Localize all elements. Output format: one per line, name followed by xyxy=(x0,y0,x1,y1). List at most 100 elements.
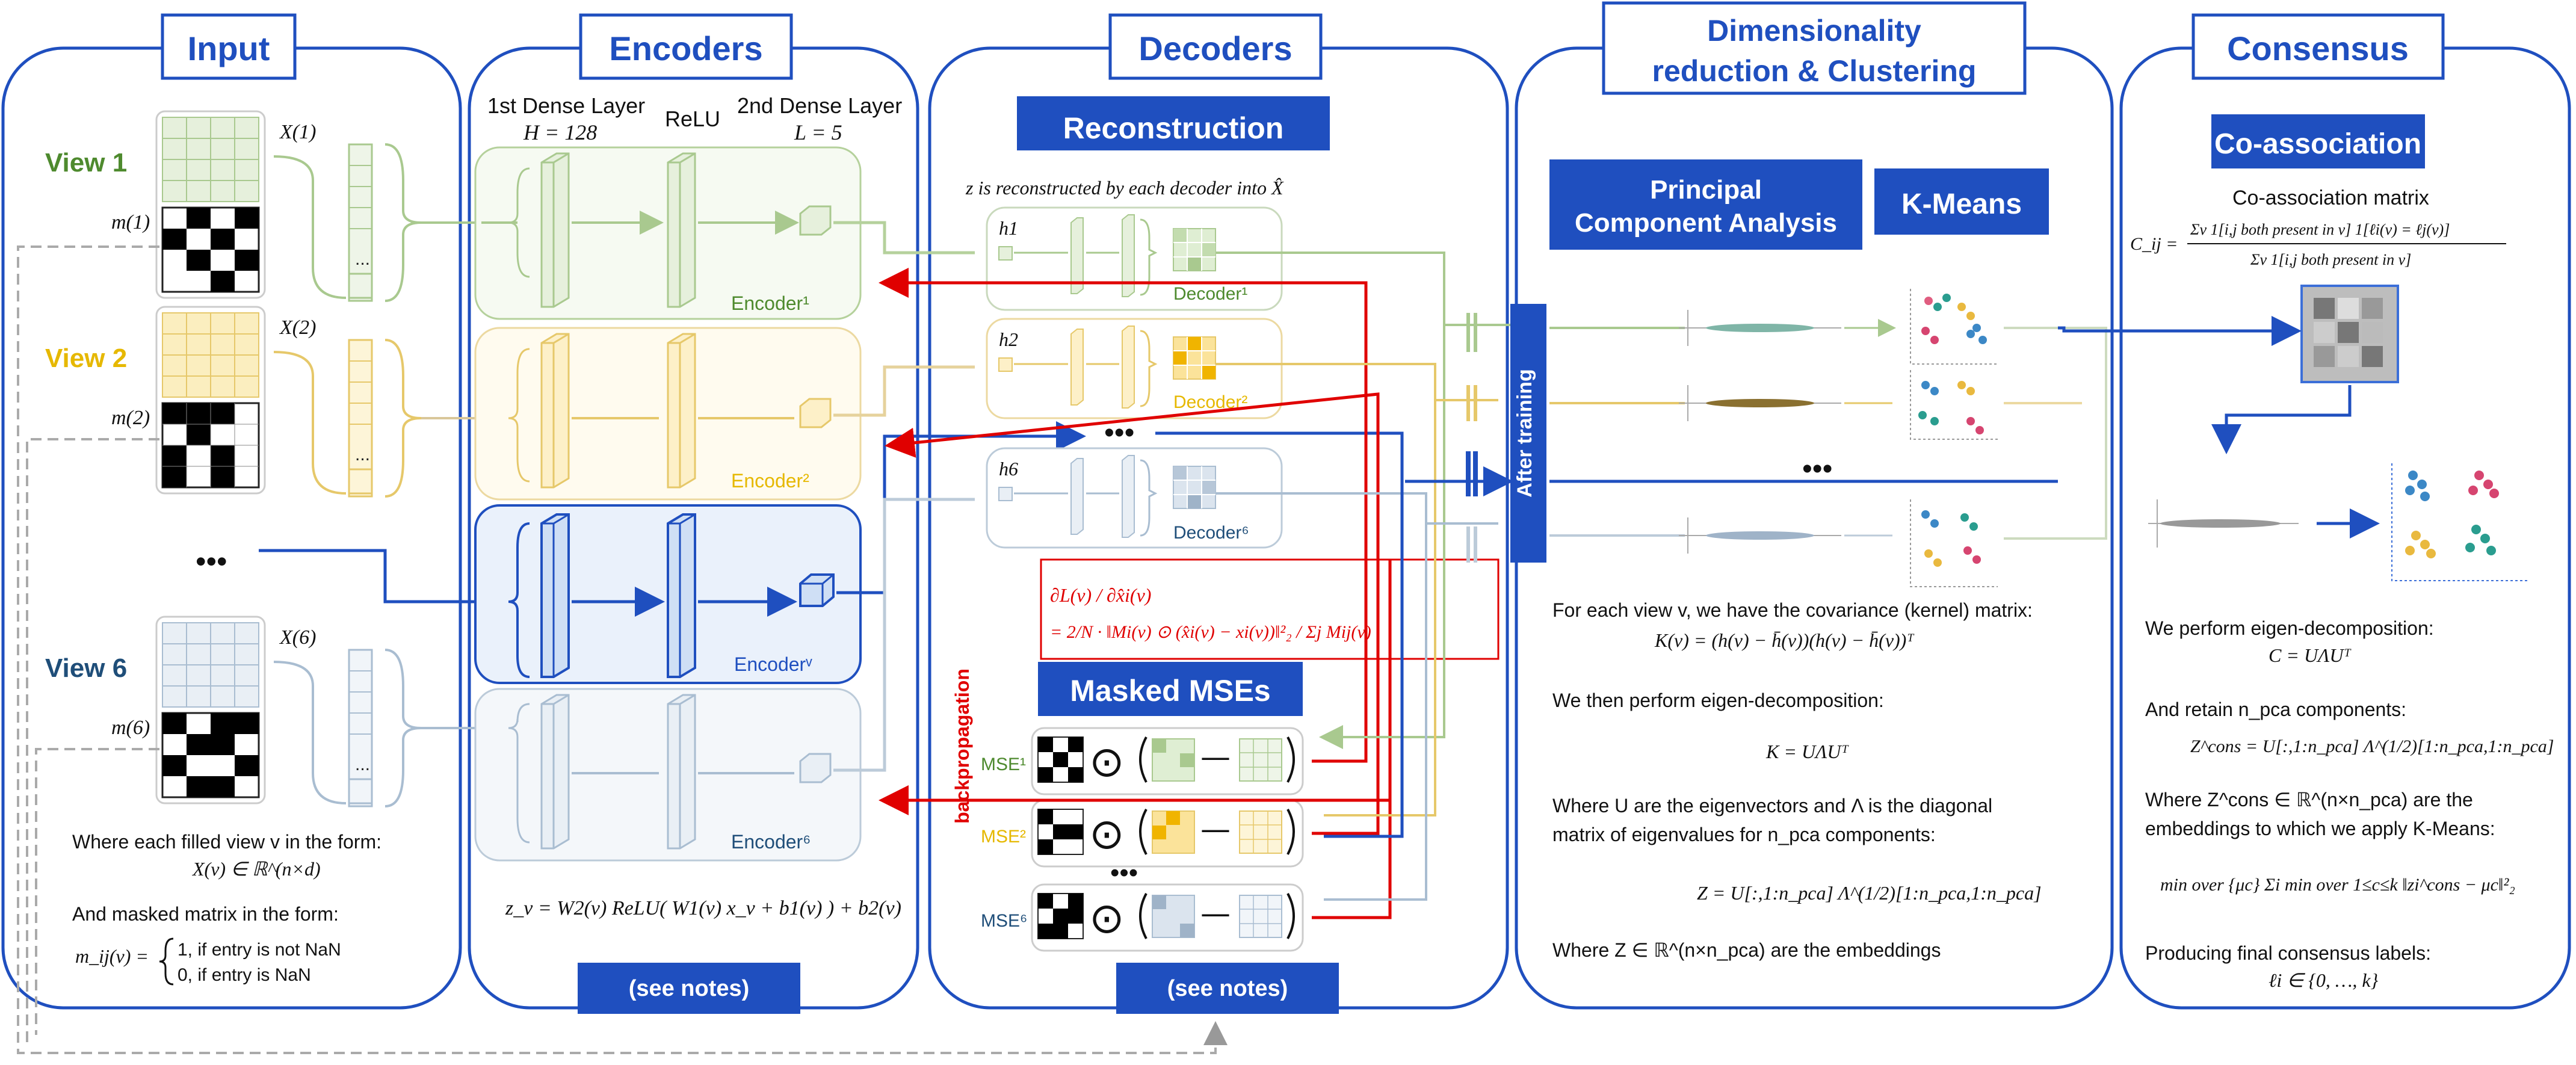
input-ellipsis: ••• xyxy=(196,545,227,578)
view2-label: View 2 xyxy=(45,344,127,373)
m2-label: m(2) xyxy=(111,407,150,429)
mse6-minus: — xyxy=(1200,896,1231,931)
dimred-notes: For each view v, we have the covariance … xyxy=(1552,599,2042,961)
grad-rhs: = 2/N · ‖Mi(v) ⊙ (x̂i(v) − xi(v))‖²₂ / Σ… xyxy=(1050,622,1371,642)
view2-mask xyxy=(161,402,260,489)
consensus-p4-eq: ℓi ∈ {0, …, k} xyxy=(2269,969,2379,991)
pca-strip-1 xyxy=(1679,310,1841,346)
mse1-minus: — xyxy=(1200,739,1231,774)
view1-mask xyxy=(161,206,260,293)
input-note2-case1: 1, if entry is not NaN xyxy=(178,940,341,960)
enc-layer2-label: 2nd Dense Layer xyxy=(737,93,902,118)
pca-kmeans-rows: ••• xyxy=(1549,289,2107,587)
consensus-p3-eq: min over {μc} Σi min over 1≤c≤k ‖zi^cons… xyxy=(2160,875,2515,895)
consensus-kmeans-plot xyxy=(2391,463,2527,581)
reconstruction-banner: Reconstruction xyxy=(1017,96,1330,150)
input-note2-lhs: m_ij(v) = xyxy=(75,945,149,967)
encoder-2: Encoder² xyxy=(474,327,862,501)
dimred-ellipsis: ••• xyxy=(1802,453,1832,485)
enc-layer1-label: 1st Dense Layer xyxy=(487,93,645,118)
kmeans-title: K-Means xyxy=(1901,188,2022,220)
masked-mse-title: Masked MSEs xyxy=(1070,674,1270,708)
pca-title-2: Component Analysis xyxy=(1575,208,1837,238)
decoder1-label: Decoder¹ xyxy=(1173,284,1247,304)
h6-label: h6 xyxy=(999,458,1018,480)
encoder1-label: Encoder¹ xyxy=(731,292,809,314)
dimred-p2-eq: K = UΛUᵀ xyxy=(1765,741,1849,762)
input-notes: Where each filled view v in the form: X(… xyxy=(72,831,381,986)
encoder-v: Encoderᵛ xyxy=(474,504,862,684)
encoder-formula: z_v = W2(v) ReLU( W1(v) x_v + b1(v) ) + … xyxy=(505,897,901,919)
dimred-title-1: Dimensionality xyxy=(1707,14,1921,48)
m6-label: m(6) xyxy=(111,717,150,739)
dimred-p1: For each view v, we have the covariance … xyxy=(1552,599,2033,621)
decoder6-label: Decoder⁶ xyxy=(1173,523,1249,543)
decoders-notes-button[interactable]: (see notes) xyxy=(1116,963,1339,1014)
view6-block: View 6 X(6) m(6) ... xyxy=(45,616,481,807)
view6-matrix xyxy=(162,622,259,708)
view1-vector: ... xyxy=(348,143,373,302)
mse6-odot: ⊙ xyxy=(1089,894,1125,943)
pca-strip-6 xyxy=(1679,517,1841,554)
cij-lhs: C_ij = xyxy=(2130,234,2178,254)
section-dimred: Dimensionality reduction & Clustering xyxy=(1515,1,2114,1010)
decoder-2: h2 Decoder² xyxy=(986,318,1283,419)
cij-formula: C_ij = Σv 1[i,j both present in v] 1[ℓi(… xyxy=(2130,221,2506,268)
mse2-odot: ⊙ xyxy=(1089,809,1125,859)
view2-vector-dots: ... xyxy=(355,445,370,465)
decoder-6: h6 Decoder⁶ xyxy=(986,447,1283,549)
consensus-p4: Producing final consensus labels: xyxy=(2145,942,2431,964)
pca-title-1: Principal xyxy=(1650,175,1762,205)
coassoc-banner: Co-association xyxy=(2211,114,2425,168)
mse2-label: MSE² xyxy=(981,827,1026,847)
dimred-p3a: Where U are the eigenvectors and Λ is th… xyxy=(1552,795,1992,816)
consensus-p1: We perform eigen-decomposition: xyxy=(2145,617,2434,639)
mse-row-1: MSE¹ ⊙ — xyxy=(981,727,1304,795)
enc-layer1-h: H = 128 xyxy=(523,120,597,144)
view2-vector: ... xyxy=(348,339,373,498)
decoders-title: Decoders xyxy=(1138,29,1292,67)
input-note1-eq: X(v) ∈ ℝ^(n×d) xyxy=(191,858,321,880)
enc-layer2-l: L = 5 xyxy=(794,120,842,144)
section-input: Input xyxy=(1,13,462,1010)
consensus-p3b: embeddings to which we apply K-Means: xyxy=(2145,818,2495,839)
h1-label: h1 xyxy=(999,217,1018,239)
kmeans-plot-6 xyxy=(1910,499,1998,587)
decoders-notes-label[interactable]: (see notes) xyxy=(1167,976,1288,1001)
consensus-p2-eq: Z^cons = U[:,1:n_pca] Λ^(1/2)[1:n_pca,1:… xyxy=(2190,736,2554,756)
view1-vector-dots: ... xyxy=(355,249,370,269)
encoder-headers: 1st Dense Layer H = 128 ReLU 2nd Dense L… xyxy=(487,93,902,144)
kmeans-plot-2 xyxy=(1910,370,1998,440)
encoders-title: Encoders xyxy=(609,29,762,67)
encoders-notes-button[interactable]: (see notes) xyxy=(578,963,800,1014)
consensus-notes: We perform eigen-decomposition: C = UΛUᵀ… xyxy=(2145,617,2554,991)
dimred-p3-eq: Z = U[:,1:n_pca] Λ^(1/2)[1:n_pca,1:n_pca… xyxy=(1697,882,2042,904)
decoder6-output-grid xyxy=(1173,466,1216,509)
kmeans-plot-1 xyxy=(1910,289,1998,365)
consensus-pca-strip xyxy=(2148,499,2299,548)
mse1-label: MSE¹ xyxy=(981,755,1026,774)
input-title: Input xyxy=(188,29,270,67)
view2-block: View 2 X(2) m(2) ... xyxy=(45,306,481,498)
mse-row-2: MSE² ⊙ — xyxy=(981,799,1304,868)
dimred-p1-eq: K(v) = (h(v) − h̄(v))(h(v) − h̄(v))ᵀ xyxy=(1654,629,1915,651)
grad-lhs: ∂L(v) / ∂x̂i(v) xyxy=(1050,584,1151,606)
view6-vector-dots: ... xyxy=(355,755,370,774)
encoders-notes-label[interactable]: (see notes) xyxy=(629,976,750,1001)
encoder2-label: Encoder² xyxy=(731,470,809,492)
pca-banner: Principal Component Analysis xyxy=(1549,159,1862,250)
view6-vector: ... xyxy=(348,649,373,807)
decoder-1: h1 Decoder¹ xyxy=(986,206,1283,311)
mask-dashed-lines xyxy=(17,245,1228,1054)
coassoc-title: Co-association xyxy=(2214,128,2421,160)
backprop-arrows xyxy=(879,268,1392,919)
view-splitter-bars xyxy=(1466,313,1478,563)
dimred-title-2: reduction & Clustering xyxy=(1652,54,1977,88)
dimred-p2: We then perform eigen-decomposition: xyxy=(1552,690,1884,711)
after-training-label: After training xyxy=(1513,369,1536,497)
dimred-p3b: matrix of eigenvalues for n_pca componen… xyxy=(1552,824,1936,845)
mse1-odot: ⊙ xyxy=(1089,737,1125,786)
encoder-6: Encoder⁶ xyxy=(474,688,862,862)
pca-strip-2 xyxy=(1679,385,1841,421)
decoder1-output-grid xyxy=(1173,228,1216,271)
